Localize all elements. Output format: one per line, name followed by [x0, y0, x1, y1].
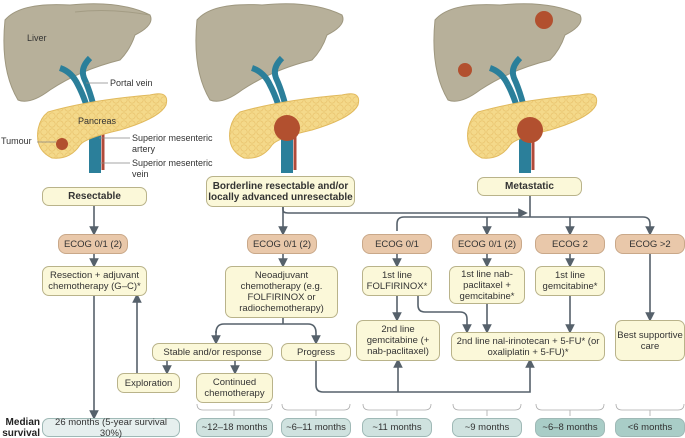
sma-label: Superior mesenteric artery [132, 133, 213, 154]
exploration-box: Exploration [117, 373, 180, 393]
anatomy-resectable [3, 3, 168, 173]
continued-chemo-box: Continued chemotherapy [196, 373, 273, 403]
survival-folfirinox: ~11 months [362, 418, 432, 437]
ecog-metastatic-0-1: ECOG 0/1 [362, 234, 432, 254]
stage-metastatic: Metastatic [477, 177, 582, 196]
survival-gem: ~6–8 months [535, 418, 605, 437]
tumour-label: Tumour [1, 136, 32, 146]
progress-box: Progress [281, 343, 351, 361]
survival-resectable: 26 months (5-year survival 30%) [42, 417, 180, 438]
ecog-metastatic-gt2: ECOG >2 [615, 234, 685, 254]
pancreas-label: Pancreas [78, 116, 117, 126]
survival-nab-gem: ~9 months [452, 418, 522, 437]
ecog-borderline: ECOG 0/1 (2) [247, 234, 317, 254]
liver-label: Liver [27, 33, 47, 43]
second-line-gem-box: 2nd line gemcitabine (+ nab-paclitaxel) [356, 320, 440, 361]
stable-response-box: Stable and/or response [152, 343, 273, 361]
second-line-nal-box: 2nd line nal-irinotecan + 5-FU* (or oxal… [451, 332, 605, 361]
stage-borderline: Borderline resectable and/or locally adv… [206, 176, 355, 207]
smv-label: Superior mesenteric vein [132, 158, 213, 179]
survival-progress: ~6–11 months [281, 418, 351, 437]
folfirinox-box: 1st line FOLFIRINOX* [362, 266, 432, 296]
gemcitabine-box: 1st line gemcitabine* [535, 266, 605, 296]
anatomy-metastatic [433, 3, 598, 173]
ecog-metastatic-0-1-2: ECOG 0/1 (2) [452, 234, 522, 254]
neoadjuvant-box: Neoadjuvant chemotherapy (e.g. FOLFIRINO… [225, 266, 338, 318]
survival-bsc: <6 months [615, 418, 685, 437]
median-survival-label: Median survival [2, 417, 40, 438]
survival-continued: ~12–18 months [196, 418, 273, 437]
resection-adjuvant-box: Resection + adjuvant chemotherapy (G–C)* [42, 266, 147, 296]
stage-resectable: Resectable [42, 187, 147, 206]
ecog-resectable: ECOG 0/1 (2) [58, 234, 128, 254]
flow-arrows [89, 195, 655, 420]
survival-braces [196, 403, 685, 416]
ecog-metastatic-2: ECOG 2 [535, 234, 605, 254]
nab-gem-box: 1st line nab-paclitaxel + gemcitabine* [449, 266, 525, 304]
portal-vein-label: Portal vein [110, 78, 153, 88]
anatomy-borderline [195, 3, 360, 173]
best-supportive-care-box: Best supportive care [615, 320, 685, 361]
